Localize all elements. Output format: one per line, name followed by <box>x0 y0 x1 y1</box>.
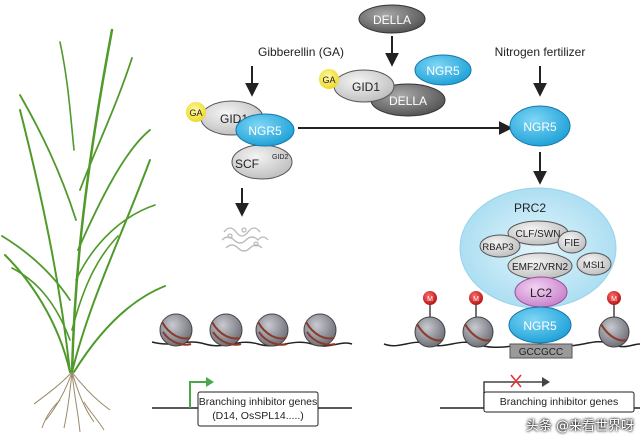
gid1-della-complex: DELLA GID1 GA <box>319 69 446 117</box>
svg-text:M: M <box>427 296 433 303</box>
clf-swn-label: CLF/SWN <box>516 229 561 240</box>
ga-molecule <box>186 102 206 122</box>
branching-right-label: Branching inhibitor genes <box>500 396 619 408</box>
gibberellin-label: Gibberellin (GA) <box>258 45 344 59</box>
gene-left: Branching inhibitor genes (D14, OsSPL14.… <box>152 377 352 427</box>
nucleosome-icon <box>303 313 337 347</box>
svg-text:M: M <box>473 296 479 303</box>
della-top-protein: DELLA <box>358 4 426 34</box>
scf-superscript: GID2 <box>272 154 288 161</box>
della-label: DELLA <box>389 94 427 108</box>
ngr5-bound-protein: NGR5 <box>508 306 572 344</box>
emf2-vrn2-label: EMF2/VRN2 <box>512 262 569 273</box>
nucleosome-icon <box>159 313 193 347</box>
gccgcc-box <box>509 343 573 359</box>
svg-text:M: M <box>611 296 617 303</box>
lc2-label: LC2 <box>530 286 552 300</box>
ngr5-right-protein: NGR5 <box>509 105 571 147</box>
blocked-x-icon <box>510 374 522 388</box>
ngr5-right-label: NGR5 <box>523 120 557 134</box>
gccgcc-label: GCCGCC <box>519 347 563 358</box>
nucleosome-icon <box>255 313 289 347</box>
prc2-complex: PRC2 CLF/SWN RBAP3 FIE MSI1 EMF2/VRN2 LC… <box>459 187 617 309</box>
dna-right: M M M NGR5 GCCGCC <box>383 291 640 359</box>
rice-roots-icon <box>33 371 111 433</box>
ngr5-free-protein: NGR5 <box>414 54 472 86</box>
nucleosome-icon <box>598 316 630 348</box>
promoter-arrow-icon <box>189 381 208 408</box>
fie-label: FIE <box>564 238 580 249</box>
nitrogen-label: Nitrogen fertilizer <box>495 45 586 59</box>
della-top-label: DELLA <box>373 13 411 27</box>
ngr5-bound-label: NGR5 <box>523 319 557 333</box>
gid1-middle-label: GID1 <box>352 80 380 94</box>
scf-label: SCF <box>235 157 259 171</box>
branching-gene-box-left <box>197 391 319 427</box>
scf-complex: SCF GID2 GID1 GA NGR5 <box>186 100 295 180</box>
ngr5-free-label: NGR5 <box>426 64 460 78</box>
rbap3-label: RBAP3 <box>482 242 513 253</box>
ngr5-left-label: NGR5 <box>248 124 282 138</box>
branching-gene-box-right <box>483 391 635 413</box>
branching-left-sub: (D14, OsSPL14.....) <box>212 410 304 422</box>
nucleosome-icon <box>414 316 446 348</box>
watermark: 头条 @来看世界呀 <box>525 419 634 434</box>
rice-plant-icon <box>1 28 166 374</box>
methylation-mark-icon: M <box>423 291 437 317</box>
ga-middle-label: GA <box>322 75 335 85</box>
dna-left <box>151 313 353 347</box>
degradation-icon <box>221 227 269 252</box>
ga-label: GA <box>189 108 202 118</box>
nucleosome-icon <box>209 313 243 347</box>
nucleosome-icon <box>462 316 494 348</box>
methylation-mark-icon: M <box>607 291 621 317</box>
methylation-mark-icon: M <box>469 291 483 317</box>
msi1-label: MSI1 <box>583 260 605 271</box>
gene-right: Branching inhibitor genes <box>440 374 640 413</box>
prc2-label: PRC2 <box>514 201 546 215</box>
ga-molecule-middle <box>319 69 339 89</box>
branching-left-label: Branching inhibitor genes <box>199 396 318 408</box>
